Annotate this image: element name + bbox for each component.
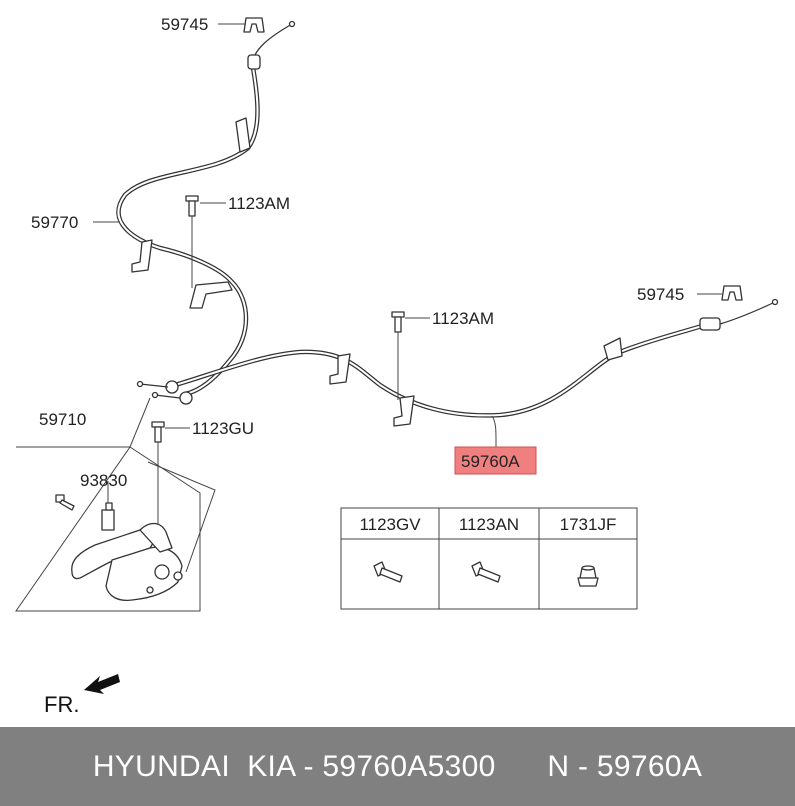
footer-part-number: HYUNDAI KIA - 59760A5300	[92, 749, 496, 783]
footer-reference: N - 59760A	[547, 749, 703, 783]
bolt-1123gv-icon	[373, 561, 403, 583]
front-direction-indicator: FR.	[44, 674, 120, 717]
parts-diagram: 59745 59745 59770 1123AM 1123AM 1123GU 5…	[15, 15, 779, 717]
bolt-1123gu[interactable]	[151, 421, 165, 528]
front-parking-cable[interactable]	[116, 20, 296, 397]
bolt-1123am-lower[interactable]	[391, 311, 405, 400]
rear-parking-cable[interactable]	[136, 298, 779, 427]
callout-59745-right: 59745	[637, 285, 684, 304]
footer-bar: HYUNDAI KIA - 59760A5300 N - 59760A	[0, 727, 795, 806]
lever-assembly-box	[15, 397, 216, 612]
nut-1731jf-icon	[577, 565, 599, 587]
cable-clip-top[interactable]	[243, 17, 265, 33]
screw-small[interactable]	[55, 494, 75, 511]
callout-59745-top: 59745	[161, 15, 208, 34]
callout-59770: 59770	[31, 213, 78, 232]
bolt-1123an-icon	[471, 561, 501, 583]
callout-1123am-upper: 1123AM	[228, 194, 290, 213]
callout-59760a-highlight[interactable]: 59760A	[454, 446, 537, 475]
table-header-1731jf: 1731JF	[560, 515, 617, 534]
callout-59710: 59710	[39, 410, 86, 429]
callout-1123am-lower: 1123AM	[432, 309, 494, 328]
parking-brake-lever[interactable]	[71, 522, 183, 602]
front-label: FR.	[44, 692, 79, 717]
cable-clip-right[interactable]	[721, 285, 743, 301]
callout-93830: 93830	[80, 471, 127, 490]
callout-1123gu: 1123GU	[192, 419, 254, 438]
table-header-1123gv: 1123GV	[359, 515, 421, 534]
callout-59760a: 59760A	[461, 452, 520, 471]
front-arrow-icon	[84, 674, 120, 694]
brake-switch-93830[interactable]	[101, 502, 115, 531]
parts-table: 1123GV 1123AN 1731JF	[340, 507, 638, 610]
footer-spacer	[496, 750, 548, 784]
highlight-box	[454, 446, 537, 475]
bolt-1123am-upper[interactable]	[185, 195, 199, 288]
table-header-1123an: 1123AN	[459, 515, 519, 534]
